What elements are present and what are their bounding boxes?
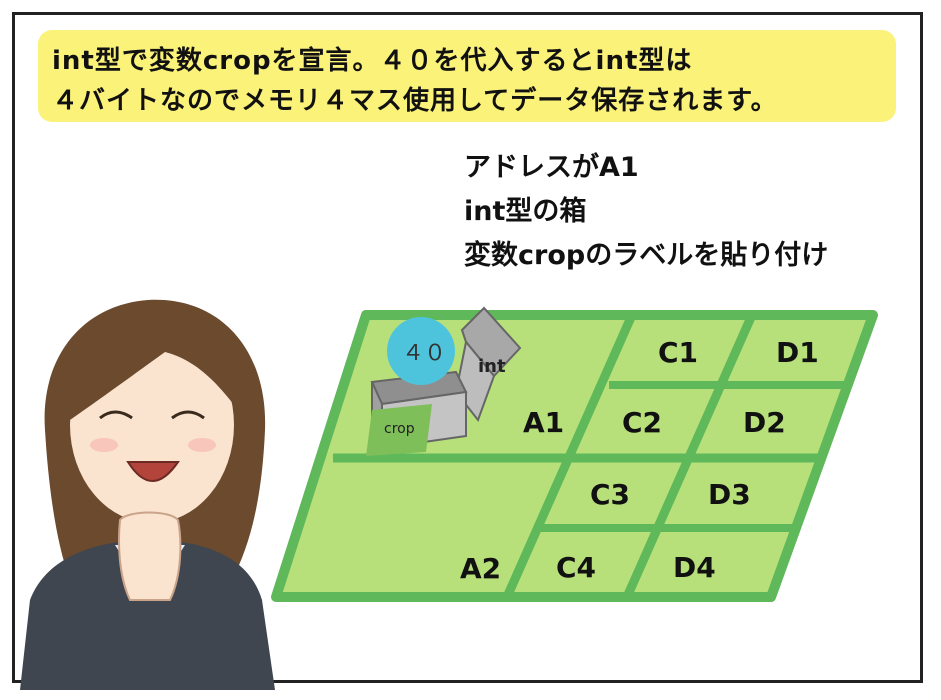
caption-line-1: int型で変数cropを宣言。４０を代入するとint型は [52, 46, 693, 76]
cell-label-d1: D1 [776, 336, 819, 369]
cell-label-c1: C1 [658, 336, 698, 369]
int-type-label: int [478, 356, 506, 377]
cell-label-a1: A1 [523, 406, 564, 439]
cell-label-d2: D2 [743, 406, 786, 439]
caption-box: int型で変数cropを宣言。４０を代入するとint型は ４バイトなのでメモリ４… [38, 30, 896, 122]
cell-label-c2: C2 [622, 406, 662, 439]
value-text: ４０ [402, 341, 446, 366]
note-address: アドレスがA1 [464, 152, 639, 183]
left-eye-closed [99, 410, 133, 420]
smiling-mouth [126, 461, 180, 482]
value-circle [387, 317, 455, 385]
grid-divider-c-d [622, 313, 757, 599]
clasped-hands [118, 511, 182, 601]
explanation-notes: アドレスがA1 int型の箱 変数cropのラベルを貼り付け [464, 150, 828, 282]
right-blush [188, 438, 216, 452]
cell-label-c4: C4 [556, 551, 596, 584]
crop-label-text: crop [384, 421, 415, 437]
int-box-icon: crop int ４０ [366, 306, 522, 456]
crop-label-tag [366, 404, 432, 456]
box-lid [460, 306, 522, 378]
grid-divider-a-c [502, 313, 637, 599]
woman-character-illustration [20, 299, 275, 690]
suit-jacket [20, 540, 275, 690]
cell-label-c3: C3 [590, 478, 630, 511]
left-blush [90, 438, 118, 452]
right-eye-closed [171, 410, 205, 420]
note-label: 変数cropのラベルを貼り付け [464, 240, 829, 271]
cell-label-d4: D4 [673, 551, 716, 584]
cell-label-a2: A2 [460, 552, 501, 585]
note-int-box: int型の箱 [464, 196, 587, 227]
cell-label-d3: D3 [708, 478, 751, 511]
caption-line-2: ４バイトなのでメモリ４マス使用してデータ保存されます。 [52, 86, 778, 116]
hair-bangs [70, 318, 239, 420]
